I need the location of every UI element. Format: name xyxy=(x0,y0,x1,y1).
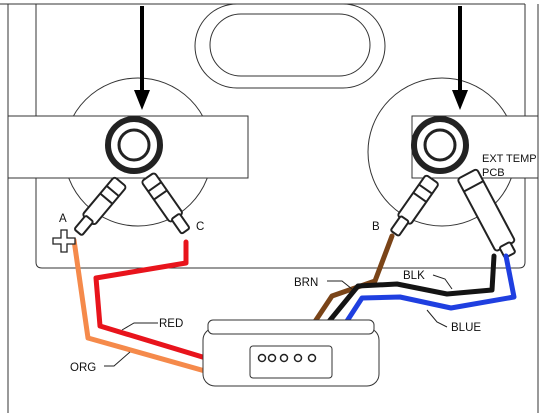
temp-sensor-probe xyxy=(457,168,516,259)
leader-lines xyxy=(104,274,453,367)
connector-pins xyxy=(257,353,317,363)
right-terminal-bolt xyxy=(423,128,457,162)
pin-4 xyxy=(293,353,303,363)
terminal-a-label: A xyxy=(59,213,67,225)
brn-leader xyxy=(327,280,353,290)
terminal-c-label: C xyxy=(196,221,204,233)
arrows xyxy=(134,6,468,110)
positive-symbol-icon xyxy=(52,229,76,253)
left-terminal xyxy=(7,77,249,227)
lug-b xyxy=(390,174,439,237)
vent-slot-outer xyxy=(194,3,386,89)
left-terminal-bolt xyxy=(117,128,151,162)
lug-a xyxy=(74,176,127,236)
org-leader xyxy=(104,351,131,367)
brn-wire-label: BRN xyxy=(294,277,318,289)
pcb-label-line1: EXT TEMP xyxy=(482,153,537,165)
terminal-b-label: B xyxy=(372,221,380,233)
org-wire-label: ORG xyxy=(70,362,96,374)
pin-2 xyxy=(267,353,277,363)
connector-top-rib xyxy=(207,319,375,335)
pin-3 xyxy=(279,353,289,363)
vent-slot-inner xyxy=(209,13,371,77)
blk-leader xyxy=(432,274,453,290)
left-arrow-head xyxy=(134,90,150,110)
red-wire-label: RED xyxy=(159,318,183,330)
battery-case xyxy=(0,3,539,413)
blk-wire-label: BLK xyxy=(403,270,425,282)
pin-5 xyxy=(307,353,317,363)
blue-leader xyxy=(426,309,448,328)
crimp-lugs xyxy=(74,168,516,259)
right-arrow-head xyxy=(452,90,468,110)
lug-c xyxy=(141,172,190,235)
pcb-label-line2: PCB xyxy=(482,167,505,179)
red-leader xyxy=(121,322,158,331)
right-terminal xyxy=(367,77,539,227)
connector-housing xyxy=(202,319,380,387)
blue-wire-label: BLUE xyxy=(451,322,481,334)
pin-1 xyxy=(257,353,267,363)
